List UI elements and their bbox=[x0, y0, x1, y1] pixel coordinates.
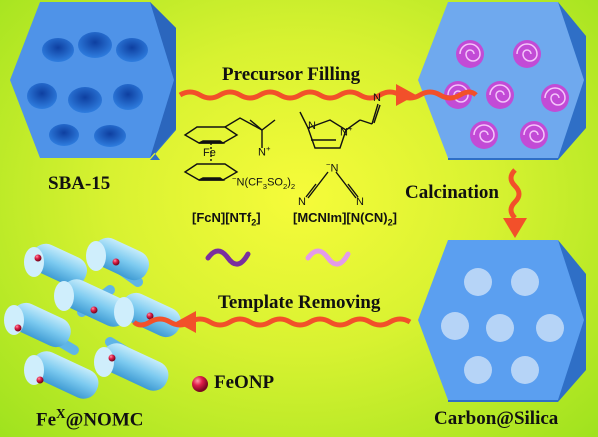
nitrile-n-label: N bbox=[373, 92, 381, 104]
fcn-ntf2-name: [FcN][NTf2] bbox=[192, 210, 261, 228]
mcnim-ncn2-name: [MCNIm][N(CN)2] bbox=[293, 210, 397, 228]
imidazolium-n2-label: N+ bbox=[340, 124, 353, 139]
fe-atom-label: Fe bbox=[203, 147, 216, 159]
arrow-precursor-filling bbox=[178, 84, 478, 106]
label-fe-nomc: FeX@NOMC bbox=[36, 406, 144, 431]
feonp-legend-icon bbox=[192, 376, 208, 392]
mcnim-wave-icon bbox=[305, 248, 351, 267]
sba15-particle bbox=[10, 2, 176, 160]
dicyanamide-left-n-label: N bbox=[298, 196, 306, 208]
imidazolium-n1-label: N bbox=[308, 120, 316, 132]
label-carbon-silica: Carbon@Silica bbox=[434, 408, 559, 429]
molecule-fcn-structure bbox=[183, 117, 276, 181]
label-sba15: SBA-15 bbox=[48, 173, 111, 194]
arrow-calcination bbox=[503, 168, 527, 238]
molecule-mcnim-structure bbox=[299, 103, 381, 199]
step-precursor-filling: Precursor Filling bbox=[222, 64, 361, 85]
dicyanamide-n-label: −N bbox=[326, 160, 339, 175]
fcn-wave-icon bbox=[205, 248, 251, 267]
dicyanamide-right-n-label: N bbox=[356, 196, 364, 208]
ntf2-anion-label: −N(CF3SO2)2 bbox=[232, 174, 296, 191]
fcn-nitrogen-label: N+ bbox=[258, 144, 271, 159]
arrow-template-removing bbox=[132, 311, 412, 333]
swirl-pores bbox=[444, 40, 569, 149]
legend-feonp-label: FeONP bbox=[214, 372, 275, 393]
carbon-silica-particle bbox=[418, 240, 586, 402]
step-calcination: Calcination bbox=[405, 182, 499, 203]
nomc-rod-framework bbox=[4, 237, 181, 399]
filled-particle bbox=[418, 2, 586, 160]
step-template-removing: Template Removing bbox=[218, 292, 381, 313]
